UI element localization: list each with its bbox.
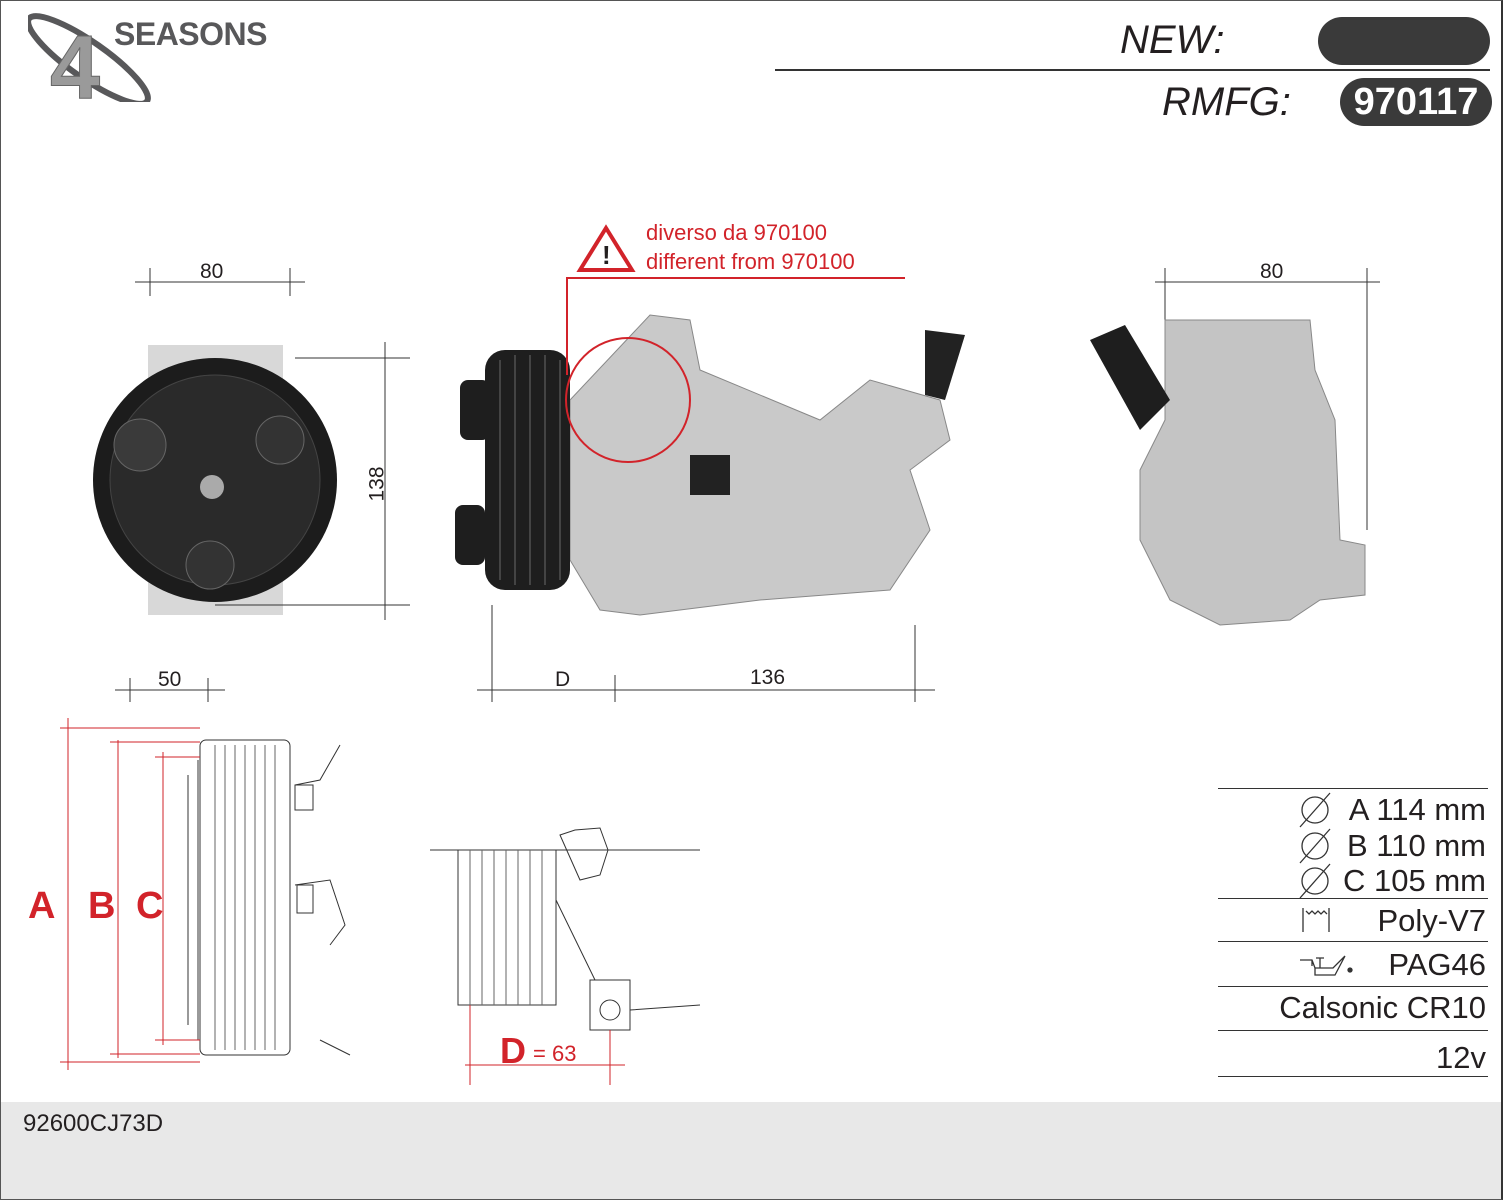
side-d-label: D bbox=[555, 668, 571, 691]
logo-text: SEASONS bbox=[114, 16, 267, 52]
logo-swoosh-icon: 4 bbox=[28, 13, 151, 102]
diameter-b-label: B bbox=[88, 885, 116, 927]
spec-divider bbox=[1218, 788, 1488, 789]
brand-logo: 4 SEASONS bbox=[28, 12, 288, 102]
side-view-photo bbox=[455, 314, 965, 616]
oil-can-icon bbox=[1300, 955, 1353, 976]
warning-icon bbox=[576, 224, 636, 272]
poly-v-belt-icon bbox=[1302, 908, 1330, 932]
spec-diameter-a: A 114 mm bbox=[1348, 792, 1486, 827]
spec-divider bbox=[1218, 986, 1488, 987]
rear-view-photo bbox=[1090, 319, 1366, 626]
rmfg-value-badge: 970117 bbox=[1340, 78, 1492, 126]
spec-belt: Poly-V7 bbox=[1377, 903, 1486, 938]
diameter-b-icon bbox=[1299, 828, 1331, 864]
spec-compressor: Calsonic CR10 bbox=[1279, 990, 1486, 1025]
diameter-c-label: C bbox=[136, 885, 164, 927]
spec-diameter-c: C 105 mm bbox=[1343, 863, 1486, 898]
spec-oil: PAG46 bbox=[1388, 947, 1486, 982]
svg-text:4: 4 bbox=[50, 18, 100, 102]
side-length-label: 136 bbox=[750, 666, 786, 689]
offset-drawing bbox=[430, 827, 701, 1031]
warning-callout: ! bbox=[565, 224, 905, 463]
diameter-c-icon bbox=[1299, 863, 1331, 899]
new-value-badge bbox=[1318, 17, 1490, 65]
rmfg-value: 970117 bbox=[1353, 81, 1479, 123]
header-divider bbox=[775, 69, 1490, 71]
front-height-label: 138 bbox=[365, 466, 389, 502]
diameter-a-icon bbox=[1299, 792, 1331, 828]
spec-divider bbox=[1218, 1030, 1488, 1031]
footer-bar: 92600CJ73D bbox=[1, 1102, 1501, 1199]
oe-number: 92600CJ73D bbox=[23, 1110, 164, 1137]
spec-diameter-b: B 110 mm bbox=[1347, 828, 1486, 863]
diameter-markers bbox=[60, 718, 200, 1070]
spec-voltage: 12v bbox=[1436, 1040, 1486, 1075]
pulley-width-label: 50 bbox=[158, 668, 182, 691]
d-value: = 63 bbox=[533, 1041, 577, 1066]
rear-width-label: 80 bbox=[1260, 260, 1284, 283]
spec-divider bbox=[1218, 941, 1488, 942]
spec-divider bbox=[1218, 898, 1488, 899]
d-dimension-marker bbox=[465, 1005, 625, 1085]
spec-divider bbox=[1218, 1076, 1488, 1077]
svg-text:!: ! bbox=[602, 240, 611, 270]
front-view-photo bbox=[93, 345, 337, 615]
d-label: D bbox=[500, 1030, 526, 1071]
new-label: NEW: bbox=[1120, 18, 1225, 62]
pulley-drawing bbox=[187, 739, 351, 1056]
rmfg-label: RMFG: bbox=[1162, 80, 1291, 124]
front-width-label: 80 bbox=[200, 260, 224, 283]
diameter-a-label: A bbox=[28, 885, 56, 927]
warning-text-en: different from 970100 bbox=[646, 249, 855, 274]
warning-text-it: diverso da 970100 bbox=[646, 220, 828, 245]
